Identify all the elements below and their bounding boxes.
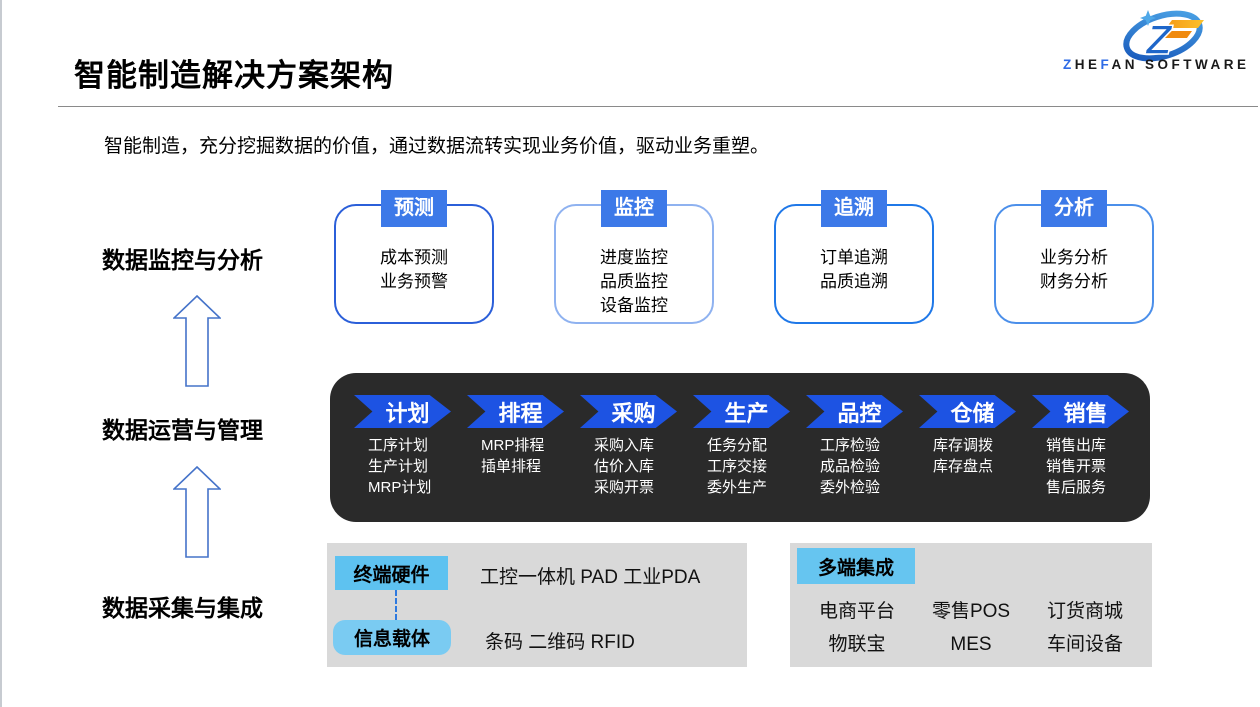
stage-item: 工序交接 <box>707 458 768 475</box>
stage-item: 插单排程 <box>481 458 542 475</box>
brand-word-software: SOFTWARE <box>1145 57 1250 72</box>
left-edge-divider <box>0 0 2 707</box>
stage-items: 工序检验 成品检验 委外检验 <box>820 435 928 498</box>
stage-item: 销售开票 <box>1046 458 1107 475</box>
analysis-item: 品质监控 <box>600 272 668 291</box>
analysis-item: 成本预测 <box>380 248 448 267</box>
analysis-box-forecast: 预测 成本预测 业务预警 <box>334 190 494 324</box>
carrier-label: 信息载体 <box>333 620 451 655</box>
brand-letter-z: Z <box>1063 57 1075 72</box>
stage-items: 采购入库 估价入库 采购开票 <box>594 435 702 498</box>
integration-item: 零售POS <box>931 601 1011 622</box>
up-arrow-icon <box>173 466 221 558</box>
stage-item: 委外检验 <box>820 479 881 496</box>
integration-item: 订货商城 <box>1046 601 1123 622</box>
stage-items: MRP排程 插单排程 <box>481 435 589 477</box>
analysis-items: 进度监控 品质监控 设备监控 <box>556 246 712 318</box>
hardware-label: 终端硬件 <box>335 556 448 590</box>
stage-chevron-purchase: 采购 <box>580 395 677 428</box>
brand-letters-an: AN <box>1111 57 1139 72</box>
stage-item: 估价入库 <box>594 458 655 475</box>
stage-item: 售后服务 <box>1046 479 1107 496</box>
analysis-item: 进度监控 <box>600 248 668 267</box>
stage-chevron-sales: 销售 <box>1032 395 1129 428</box>
slide-subtitle: 智能制造，充分挖掘数据的价值，通过数据流转实现业务价值，驱动业务重塑。 <box>104 136 770 157</box>
stage-items: 工序计划 生产计划 MRP计划 <box>368 435 476 498</box>
analysis-item: 订单追溯 <box>820 248 888 267</box>
integration-item: 车间设备 <box>1046 634 1123 655</box>
process-band: 计划 排程 采购 生产 品控 仓储 销售 工序计划 生产计划 MRP计划 MRP… <box>330 373 1150 522</box>
brand-letters-he: HE <box>1074 57 1101 72</box>
stage-items: 任务分配 工序交接 委外生产 <box>707 435 815 498</box>
stage-item: 工序计划 <box>368 437 429 454</box>
stage-item: 采购开票 <box>594 479 655 496</box>
stage-item: 库存盘点 <box>933 458 994 475</box>
collection-panel-hardware: 终端硬件 工控一体机 PAD 工业PDA 信息载体 条码 二维码 RFID <box>327 543 747 667</box>
stage-chevron-quality: 品控 <box>806 395 903 428</box>
stage-item: 采购入库 <box>594 437 655 454</box>
integration-item: 物联宝 <box>828 634 886 655</box>
logo-mark-letter: Z <box>1145 16 1173 63</box>
analysis-item: 业务预警 <box>380 272 448 291</box>
stage-chevron-production: 生产 <box>693 395 790 428</box>
integration-item: 电商平台 <box>818 601 895 622</box>
analysis-box-monitor: 监控 进度监控 品质监控 设备监控 <box>554 190 714 324</box>
brand-letter-f: F <box>1100 57 1112 72</box>
stage-item: 生产计划 <box>368 458 429 475</box>
page-title: 智能制造解决方案架构 <box>74 58 394 93</box>
stage-item: 销售出库 <box>1046 437 1107 454</box>
analysis-box-trace: 追溯 订单追溯 品质追溯 <box>774 190 934 324</box>
stage-item: 任务分配 <box>707 437 768 454</box>
hardware-items: 工控一体机 PAD 工业PDA <box>480 567 701 588</box>
dashed-connector-line <box>395 590 397 620</box>
collection-panel-integration: 多端集成 电商平台 零售POS 订货商城 物联宝 MES 车间设备 <box>790 543 1152 667</box>
logo-swoosh-icon: Z <box>1123 10 1204 64</box>
up-arrow-icon <box>173 295 221 387</box>
layer-label-monitoring: 数据监控与分析 <box>102 247 263 273</box>
analysis-items: 业务分析 财务分析 <box>996 246 1152 294</box>
stage-items: 销售出库 销售开票 售后服务 <box>1046 435 1154 498</box>
stage-item: 委外生产 <box>707 479 768 496</box>
analysis-items: 成本预测 业务预警 <box>336 246 492 294</box>
analysis-box-analyze: 分析 业务分析 财务分析 <box>994 190 1154 324</box>
analysis-items: 订单追溯 品质追溯 <box>776 246 932 294</box>
analysis-tab: 追溯 <box>821 190 887 227</box>
stage-chevron-schedule: 排程 <box>467 395 564 428</box>
company-logo: Z <box>1060 4 1260 78</box>
layer-label-collection: 数据采集与集成 <box>102 595 263 621</box>
analysis-item: 品质追溯 <box>820 272 888 291</box>
stage-item: MRP计划 <box>368 479 432 496</box>
stage-item: 工序检验 <box>820 437 881 454</box>
integration-label: 多端集成 <box>797 548 915 584</box>
brand-name: ZHEFAN SOFTWARE <box>1063 57 1260 72</box>
stage-chevron-plan: 计划 <box>354 395 451 428</box>
stage-chevron-warehouse: 仓储 <box>919 395 1016 428</box>
analysis-tab: 分析 <box>1041 190 1107 227</box>
title-underline <box>58 106 1258 107</box>
analysis-item: 设备监控 <box>600 296 668 315</box>
layer-label-operations: 数据运营与管理 <box>102 417 263 443</box>
stage-item: 库存调拨 <box>933 437 994 454</box>
analysis-item: 财务分析 <box>1040 272 1108 291</box>
integration-item: MES <box>950 634 992 655</box>
stage-item: MRP排程 <box>481 437 545 454</box>
integration-grid: 电商平台 零售POS 订货商城 物联宝 MES 车间设备 <box>800 599 1142 658</box>
stage-items: 库存调拨 库存盘点 <box>933 435 1041 477</box>
stage-item: 成品检验 <box>820 458 881 475</box>
analysis-tab: 预测 <box>381 190 447 227</box>
analysis-tab: 监控 <box>601 190 667 227</box>
analysis-item: 业务分析 <box>1040 248 1108 267</box>
carrier-items: 条码 二维码 RFID <box>485 632 635 653</box>
